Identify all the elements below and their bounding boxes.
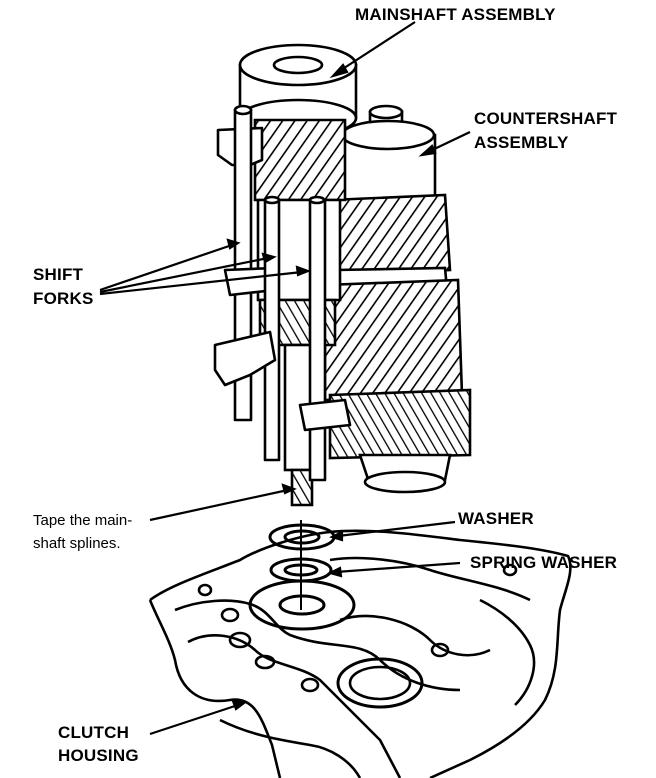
shift-forks-label-line2: FORKS [33,289,94,308]
shift-forks-label-line1: SHIFT [33,265,84,284]
shift-forks-drawing [213,104,352,482]
clutch-housing-drawing [148,529,572,778]
washer-label: WASHER [458,509,534,528]
tape-note-line2: shaft splines. [33,535,121,552]
clutch-housing-label-line1: CLUTCH [58,723,130,742]
leader-lines [99,21,471,736]
countershaft-label-line2: ASSEMBLY [474,133,569,152]
countershaft-label-line1: COUNTERSHAFT [474,109,618,128]
clutch-housing-label-line2: HOUSING [58,746,139,765]
countershaft-drawing [323,104,472,494]
mainshaft-assembly-label: MAINSHAFT ASSEMBLY [355,5,556,24]
spring-washer-label: SPRING WASHER [470,553,618,572]
tape-note-line1: Tape the main- [33,512,133,529]
